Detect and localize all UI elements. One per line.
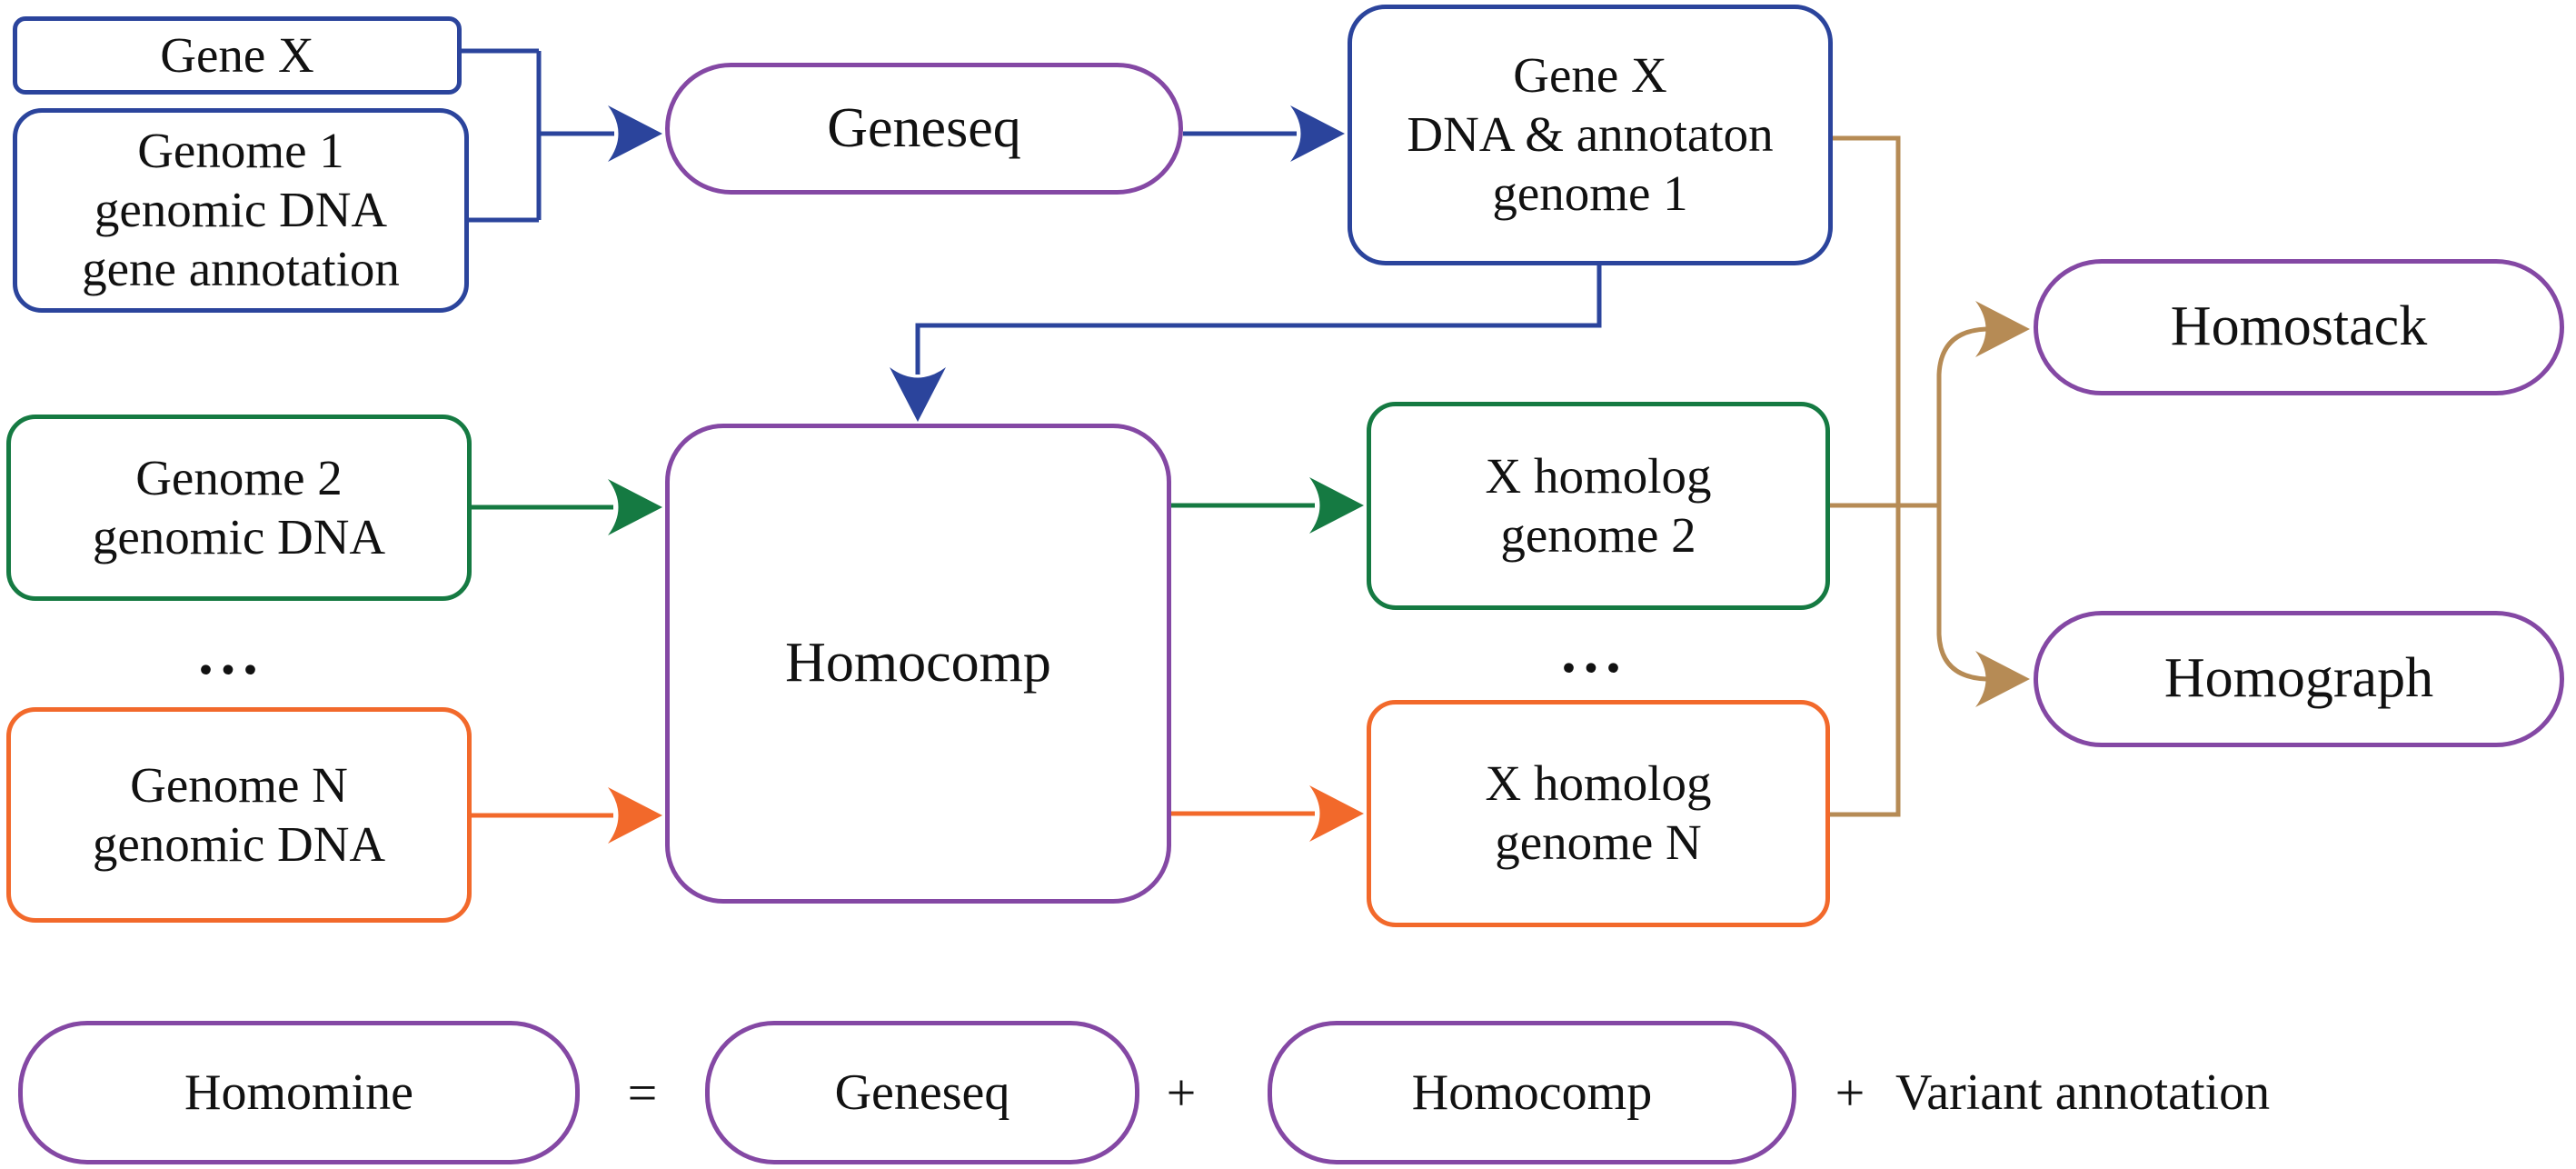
node-x-homolog-2-label: X homolog genome 2 [1485,447,1712,563]
equation-homomine-label: Homomine [184,1064,413,1121]
node-homostack: Homostack [2034,259,2564,395]
equation-plus-sign-1: + [1166,1063,1197,1123]
node-genome-1-label: Genome 1 genomic DNA gene annotation [82,123,400,296]
node-gene-x-dna-label: Gene X DNA & annotaton genome 1 [1407,47,1774,221]
equation-homocomp-label: Homocomp [1411,1064,1653,1121]
node-gene-x-label: Gene X [160,26,314,83]
arrowhead-right-icon [1975,651,2030,707]
arrowhead-right-icon [1975,301,2030,357]
connector-genexdna-to-homocomp [915,265,1602,375]
equation-plus-sign-2: + [1835,1063,1865,1123]
node-geneseq-label: Geneseq [827,96,1021,159]
arrowhead-down-icon [890,367,946,422]
node-gene-x-dna: Gene X DNA & annotaton genome 1 [1348,5,1833,265]
green-connectors [472,503,1315,510]
node-homostack-label: Homostack [2170,295,2428,358]
arrowhead-right-icon [1309,785,1364,842]
node-genome-2: Genome 2 genomic DNA [6,415,472,601]
ellipsis-left: ... [198,621,265,687]
equation-equals-sign: = [627,1063,658,1123]
equation-homocomp: Homocomp [1268,1021,1796,1164]
node-homocomp: Homocomp [665,424,1171,904]
ellipsis-right: ... [1561,619,1628,685]
blue-connectors [462,48,1602,375]
connector-split-bracket [1936,326,1987,682]
brown-connectors [1830,135,1987,817]
arrowhead-right-icon [1290,105,1345,162]
brown-arrowheads [1975,301,2030,707]
equation-geneseq: Geneseq [705,1021,1139,1164]
arrowhead-right-icon [608,787,662,844]
node-x-homolog-n-label: X homolog genome N [1485,755,1712,870]
node-homograph: Homograph [2034,611,2564,747]
arrowhead-right-icon [608,479,662,535]
equation-geneseq-label: Geneseq [834,1064,1010,1121]
node-x-homolog-n: X homolog genome N [1367,700,1830,927]
node-homograph-label: Homograph [2163,647,2434,710]
orange-connectors [472,811,1315,818]
node-genome-n: Genome N genomic DNA [6,707,472,923]
arrowhead-right-icon [608,105,662,162]
arrowhead-right-icon [1309,477,1364,534]
equation-homomine: Homomine [18,1021,580,1164]
node-geneseq: Geneseq [665,63,1183,195]
node-gene-x: Gene X [13,16,462,95]
connector-collector-bar [1830,135,1901,817]
orange-arrowheads [608,785,1364,844]
green-arrowheads [608,477,1364,535]
node-homocomp-label: Homocomp [785,632,1051,694]
equation-variant-annotation-label: Variant annotation [1895,1064,2271,1121]
node-genome-n-label: Genome N genomic DNA [92,756,386,872]
node-genome-2-label: Genome 2 genomic DNA [92,449,386,565]
node-x-homolog-2: X homolog genome 2 [1367,402,1830,610]
node-genome-1: Genome 1 genomic DNA gene annotation [13,108,469,313]
blue-arrowheads [608,105,1345,422]
